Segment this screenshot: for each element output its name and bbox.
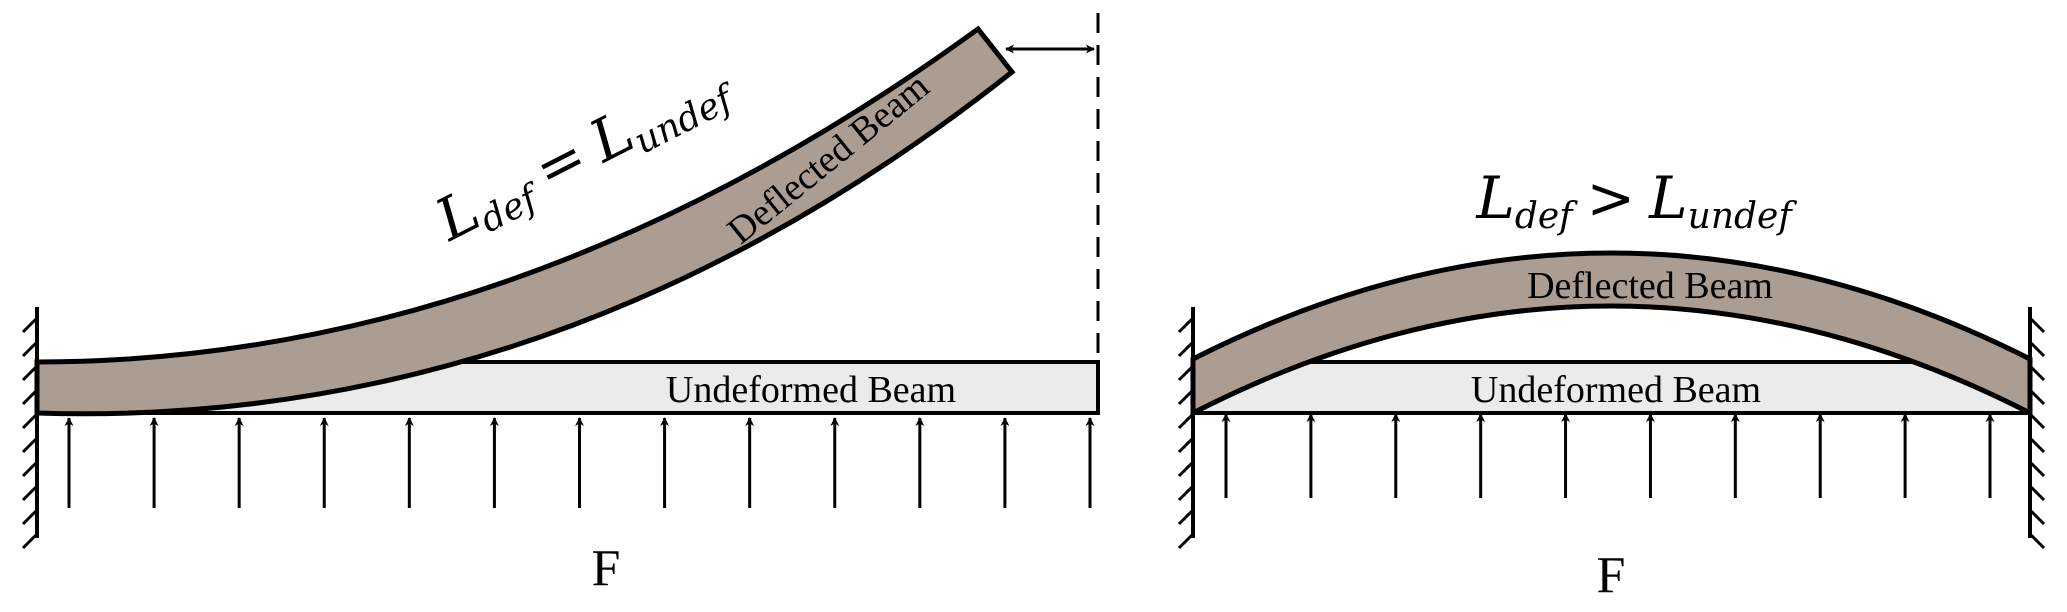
right-force-label: F bbox=[1597, 547, 1626, 604]
wall-hatch bbox=[2028, 436, 2046, 454]
wall-hatch bbox=[21, 316, 39, 334]
wall-hatch bbox=[2028, 532, 2046, 550]
wall-hatch bbox=[1177, 436, 1195, 454]
left-panel: Undeformed Beam Deflected Beam Ldef=Lund… bbox=[21, 13, 1100, 597]
wall-hatch bbox=[21, 412, 39, 430]
left-deflected-beam bbox=[34, 25, 1016, 417]
left-force-arrows bbox=[64, 417, 1095, 508]
right-equation: Ldef>Lundef bbox=[1475, 164, 1797, 237]
wall-hatch bbox=[21, 508, 39, 526]
wall-hatch bbox=[2028, 508, 2046, 526]
wall-hatch bbox=[21, 340, 39, 358]
right-undeformed-label: Undeformed Beam bbox=[1471, 369, 1761, 411]
wall-hatch bbox=[21, 436, 39, 454]
wall-hatch bbox=[1177, 460, 1195, 478]
right-deflected-beam bbox=[1190, 250, 2033, 418]
wall-hatch bbox=[21, 532, 39, 550]
right-panel: Undeformed Beam Deflected Beam Ldef>Lund… bbox=[1177, 164, 2046, 604]
right-force-arrows bbox=[1221, 413, 1995, 498]
wall-hatch bbox=[1177, 340, 1195, 358]
wall-hatch bbox=[1177, 316, 1195, 334]
left-fixed-wall bbox=[21, 307, 39, 550]
left-undeformed-label: Undeformed Beam bbox=[666, 369, 956, 411]
wall-hatch bbox=[2028, 484, 2046, 502]
right-deflected-label: Deflected Beam bbox=[1527, 265, 1773, 307]
wall-hatch bbox=[2028, 316, 2046, 334]
left-force-label: F bbox=[592, 540, 621, 597]
wall-hatch bbox=[2028, 340, 2046, 358]
wall-hatch bbox=[1177, 484, 1195, 502]
wall-hatch bbox=[21, 484, 39, 502]
wall-hatch bbox=[1177, 508, 1195, 526]
wall-hatch bbox=[2028, 460, 2046, 478]
left-deflected-label: Deflected Beam bbox=[720, 65, 937, 252]
wall-hatch bbox=[1177, 532, 1195, 550]
wall-hatch bbox=[21, 460, 39, 478]
